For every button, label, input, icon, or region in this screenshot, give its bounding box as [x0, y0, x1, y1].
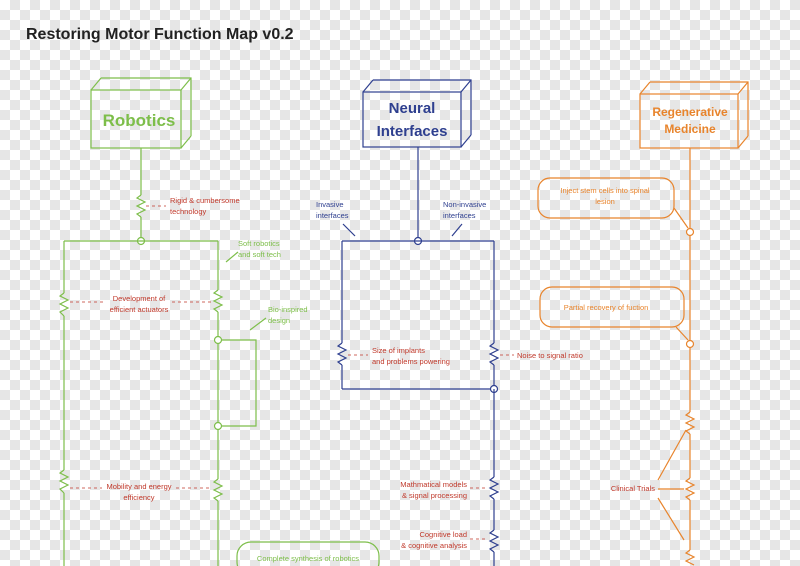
resistor-implants [336, 342, 348, 366]
label-math-2: & signal processing [402, 491, 467, 500]
label-invasive: Invasive [316, 200, 344, 209]
neural-branch [336, 79, 500, 566]
synthesis-box [236, 541, 380, 566]
label-implants: Size of implants [372, 346, 425, 355]
label-stem-cells: Inject stem cells into spinal [560, 186, 650, 195]
neural-heading: Neural [389, 100, 436, 117]
label-noise: Noise to signal ratio [517, 351, 583, 360]
robotics-box [90, 77, 192, 149]
label-noninvasive: Non-invasive [443, 200, 486, 209]
regen-branch [537, 81, 749, 566]
neural-heading-2: Interfaces [377, 123, 448, 140]
label-bio-inspired-2: design [268, 316, 290, 325]
resistor-rigid [135, 194, 147, 218]
label-invasive-2: interfaces [316, 211, 349, 220]
label-partial-recovery: Partial recovery of fuction [564, 303, 649, 312]
stem-cells-box [537, 177, 675, 219]
page-title: Restoring Motor Function Map v0.2 [26, 26, 294, 43]
resistor-mobility-right [212, 478, 224, 502]
regen-box [639, 81, 749, 149]
neural-box [362, 79, 472, 148]
partial-recovery-box [539, 286, 685, 328]
resistor-mobility-left [58, 469, 70, 494]
label-clinical-trials: Clinical Trials [611, 484, 655, 493]
label-cognitive: Cognitive load [419, 530, 467, 539]
robotics-branch [58, 77, 380, 566]
resistor-math [488, 476, 500, 500]
label-mobility: Mobility and energy [106, 482, 171, 491]
label-cognitive-2: & cognitive analysis [401, 541, 467, 550]
label-mobility-2: efficiency [123, 493, 154, 502]
label-bio-inspired: Bio-inspired [268, 305, 308, 314]
resistor-trials-1 [684, 411, 696, 435]
label-actuators: Development of [113, 294, 166, 303]
robotics-heading: Robotics [103, 111, 176, 130]
resistor-noise [488, 342, 500, 366]
label-soft-robotics-2: and soft tech [238, 250, 281, 259]
label-actuators-2: efficient actuators [110, 305, 169, 314]
resistor-trials-2 [684, 477, 696, 501]
resistor-cognitive [488, 529, 500, 553]
resistor-actuators-right [212, 289, 224, 313]
label-soft-robotics: Soft robotics [238, 239, 280, 248]
label-math: Mathmatical models [400, 480, 467, 489]
regen-heading: Regenerative [652, 105, 728, 119]
label-implants-2: and problems powering [372, 357, 450, 366]
regen-heading-2: Medicine [664, 122, 716, 136]
label-noninvasive-2: interfaces [443, 211, 476, 220]
resistor-actuators-left [58, 292, 70, 317]
label-stem-cells-2: lesion [595, 197, 615, 206]
label-synthesis: Complete synthesis of robotics [257, 554, 359, 563]
label-rigid: Rigid & cumbersome [170, 196, 240, 205]
label-rigid-2: technology [170, 207, 207, 216]
resistor-trials-3 [684, 549, 696, 566]
